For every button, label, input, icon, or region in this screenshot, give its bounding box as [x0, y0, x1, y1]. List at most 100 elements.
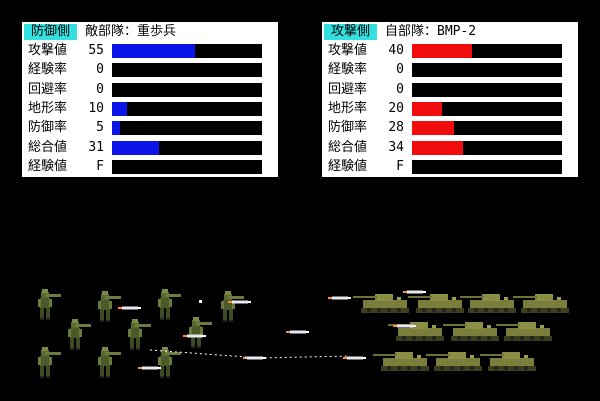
infantry-soldier-icon — [189, 317, 212, 348]
stat-value: 0 — [396, 81, 404, 97]
defense-unit-name: 敵部隊：重歩兵 — [85, 24, 177, 39]
missile-icon — [183, 334, 206, 338]
tank-icon — [373, 352, 429, 371]
stat-bar-fill — [412, 121, 454, 136]
tank-icon — [513, 294, 569, 313]
stat-label: 経験値 — [328, 158, 368, 174]
attack-stat-row: 総合値 34 — [322, 139, 578, 156]
missile-icon — [138, 366, 161, 370]
attack-stat-row: 防御率 28 — [322, 119, 578, 136]
stat-value: 28 — [388, 120, 404, 136]
infantry-soldier-icon — [221, 291, 244, 322]
stat-bar-track — [112, 63, 262, 78]
tank-icon — [460, 294, 516, 313]
stat-label: 経験値 — [28, 158, 68, 174]
stat-bar-track — [412, 82, 562, 97]
stat-bar-track — [112, 159, 262, 174]
stat-bar-fill — [412, 101, 442, 116]
missile-icon — [286, 330, 309, 334]
defense-stat-row: 回避率 0 — [22, 81, 278, 98]
missile-icon — [328, 296, 351, 300]
defense-stat-row: 攻撃値 55 — [22, 42, 278, 59]
stat-bar-track — [412, 63, 562, 78]
stat-bar-fill — [412, 140, 463, 155]
missile-icon — [118, 306, 141, 310]
stat-label: 総合値 — [28, 139, 68, 155]
stat-value: F — [396, 158, 404, 174]
infantry-soldier-icon — [128, 319, 151, 350]
tank-icon — [480, 352, 536, 371]
stat-label: 防御率 — [328, 120, 368, 136]
stat-bar-fill — [112, 101, 127, 116]
attack-stat-row: 攻撃値 40 — [322, 42, 578, 59]
stat-bar-track — [112, 140, 262, 155]
stat-bar-track — [112, 121, 262, 136]
tank-icon — [426, 352, 482, 371]
stat-label: 総合値 — [328, 139, 368, 155]
battle-scene — [38, 289, 569, 378]
attack-side-tag: 攻撃側 — [324, 24, 377, 40]
stat-bar-fill — [112, 44, 195, 58]
tank-icon — [353, 294, 409, 313]
missile-trail — [149, 349, 351, 359]
stat-label: 経験率 — [28, 62, 68, 78]
stat-label: 攻撃値 — [28, 43, 68, 58]
stat-value: 55 — [88, 43, 104, 58]
defense-stat-row: 総合値 31 — [22, 139, 278, 156]
tank-icon — [443, 322, 499, 341]
stat-label: 経験率 — [328, 62, 368, 78]
attack-stat-row: 経験率 0 — [322, 61, 578, 78]
stat-bar-track — [112, 101, 262, 116]
attack-stats-panel: 攻撃側 自部隊：BMP-2 攻撃値 40 経験率 0 回避率 0 地形率 20 防御率 28 総合値… — [322, 22, 578, 177]
stat-value: 5 — [96, 120, 104, 136]
tank-icon — [496, 322, 552, 341]
infantry-soldier-icon — [158, 347, 181, 378]
stat-label: 地形率 — [28, 100, 68, 116]
defense-stat-row: 経験値 F — [22, 158, 278, 175]
stat-label: 地形率 — [328, 100, 368, 116]
stat-label: 防御率 — [28, 120, 68, 136]
stat-value: 0 — [96, 81, 104, 97]
infantry-soldier-icon — [68, 319, 91, 350]
stat-value: 0 — [396, 62, 404, 78]
defense-stat-row: 経験率 0 — [22, 61, 278, 78]
stat-value: 34 — [388, 139, 404, 155]
stat-label: 攻撃値 — [328, 43, 368, 58]
spark-effect — [199, 300, 202, 303]
stat-bar-track — [412, 140, 562, 155]
missile-icon — [343, 356, 366, 360]
stat-value: 10 — [88, 100, 104, 116]
attack-stat-row: 地形率 20 — [322, 100, 578, 117]
stat-bar-fill — [112, 121, 120, 136]
attack-stat-row: 経験値 F — [322, 158, 578, 175]
defense-stat-row: 防御率 5 — [22, 119, 278, 136]
stat-bar-track — [112, 82, 262, 97]
infantry-soldier-icon — [98, 347, 121, 378]
stat-value: F — [96, 158, 104, 174]
infantry-soldier-icon — [98, 291, 121, 322]
stat-label: 回避率 — [28, 81, 68, 97]
stat-value: 31 — [88, 139, 104, 155]
stat-value: 20 — [388, 100, 404, 116]
tank-icon — [388, 322, 444, 341]
stat-bar-track — [412, 101, 562, 116]
stat-bar-track — [412, 44, 562, 58]
stat-bar-fill — [112, 140, 159, 155]
attack-stat-row: 回避率 0 — [322, 81, 578, 98]
missile-icon — [403, 290, 426, 294]
stat-bar-track — [112, 44, 262, 58]
stat-value: 0 — [96, 62, 104, 78]
attack-unit-name: 自部隊：BMP-2 — [385, 24, 477, 39]
stat-bar-track — [412, 159, 562, 174]
infantry-soldier-icon — [38, 347, 61, 378]
tank-icon — [408, 294, 464, 313]
stat-value: 40 — [388, 43, 404, 58]
stat-bar-track — [412, 121, 562, 136]
stat-bar-fill — [412, 44, 472, 58]
attack-panel-header: 攻撃側 自部隊：BMP-2 — [322, 22, 578, 40]
defense-stat-row: 地形率 10 — [22, 100, 278, 117]
infantry-soldier-icon — [158, 289, 181, 320]
infantry-soldier-icon — [38, 289, 61, 320]
stat-label: 回避率 — [328, 81, 368, 97]
defense-side-tag: 防御側 — [24, 24, 77, 40]
